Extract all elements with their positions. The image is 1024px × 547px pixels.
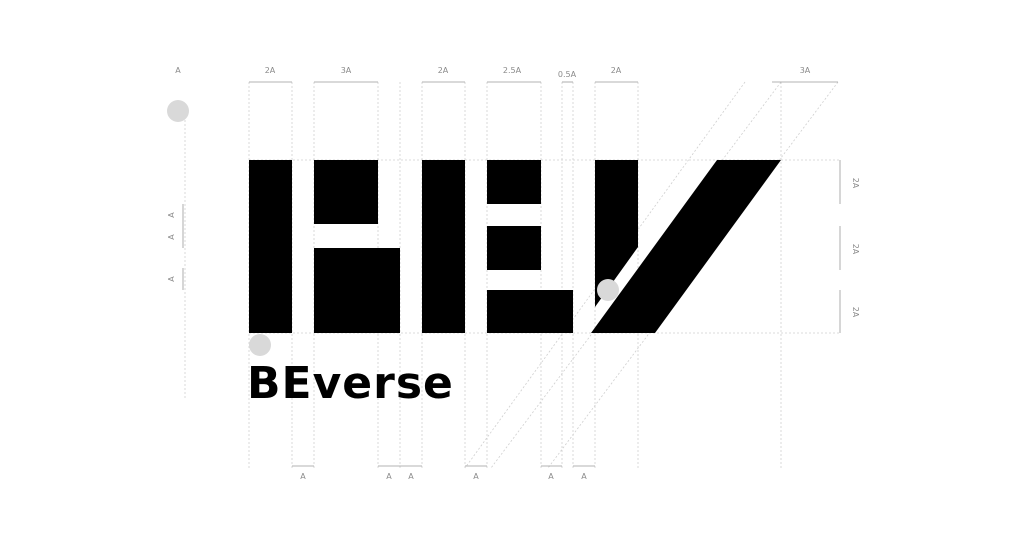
construction-dots bbox=[167, 100, 619, 356]
right-label: 2A bbox=[851, 307, 860, 318]
left-label: A bbox=[167, 276, 176, 282]
construction-dot bbox=[249, 334, 271, 356]
top-label: 3A bbox=[800, 66, 811, 75]
right-label: 2A bbox=[851, 178, 860, 189]
bottom-label: A bbox=[581, 472, 587, 481]
wordmark: BEverse bbox=[247, 358, 454, 409]
top-label: 2A bbox=[438, 66, 449, 75]
left-label: A bbox=[167, 234, 176, 240]
bottom-labels: A A A A A A bbox=[300, 472, 587, 481]
glyph-b bbox=[249, 160, 400, 333]
logo-mark bbox=[249, 160, 781, 333]
construction-dot bbox=[167, 100, 189, 122]
glyph-e bbox=[422, 160, 573, 333]
glyph-v bbox=[591, 160, 781, 333]
left-labels: A A A bbox=[167, 212, 176, 282]
top-label: 2.5A bbox=[503, 66, 522, 75]
top-label: 0.5A bbox=[558, 70, 577, 79]
right-label: 2A bbox=[851, 244, 860, 255]
right-labels: 2A 2A 2A bbox=[851, 178, 860, 318]
top-label: 3A bbox=[341, 66, 352, 75]
construction-dot bbox=[597, 279, 619, 301]
top-label: 2A bbox=[265, 66, 276, 75]
left-label: A bbox=[167, 212, 176, 218]
bottom-label: A bbox=[300, 472, 306, 481]
top-labels: A 2A 3A 2A 2.5A 0.5A 2A 3A bbox=[175, 66, 811, 79]
top-label: 2A bbox=[611, 66, 622, 75]
bottom-label: A bbox=[408, 472, 414, 481]
bottom-label: A bbox=[548, 472, 554, 481]
bottom-label: A bbox=[386, 472, 392, 481]
top-label: A bbox=[175, 66, 181, 75]
bottom-label: A bbox=[473, 472, 479, 481]
